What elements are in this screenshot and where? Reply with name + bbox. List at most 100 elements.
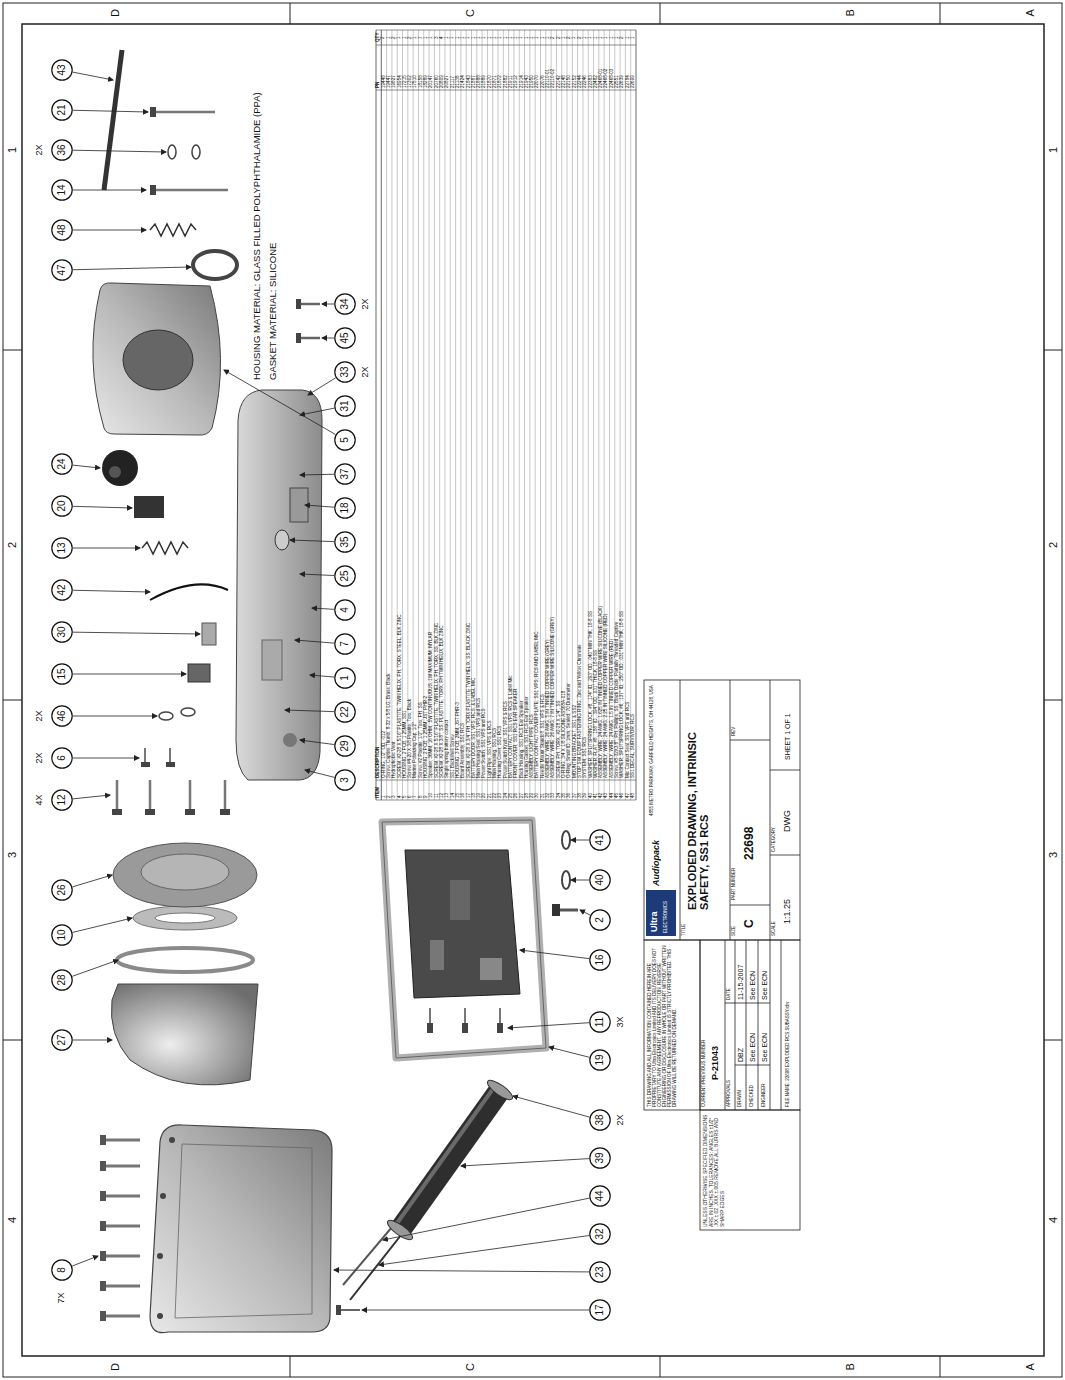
table-cell: 1 — [588, 36, 593, 39]
table-rule — [540, 30, 541, 800]
table-rule — [556, 30, 557, 800]
title-block-text: 11-15-2007 — [737, 965, 745, 1000]
table-cell: 24 — [504, 793, 509, 798]
callout-bubble: 7 — [334, 633, 356, 655]
table-cell: 1 — [493, 36, 498, 39]
small-hardware — [141, 762, 150, 767]
table-cell: 21872 — [498, 75, 503, 88]
table-header: DESCRIPTION — [376, 747, 381, 778]
zone-number: 1 — [6, 147, 18, 153]
ear-speaker-parts — [141, 854, 229, 890]
title-block-grid — [644, 680, 800, 1230]
table-cell: 2 — [551, 36, 556, 39]
title-block-grid — [646, 890, 676, 936]
callout-number: 15 — [57, 668, 67, 679]
table-cell: 16 — [461, 793, 466, 798]
callout-bubble: 15 — [51, 663, 73, 685]
zone-number: 1 — [1047, 147, 1059, 153]
table-cell: 1 — [514, 36, 519, 39]
callout-circle — [335, 532, 355, 552]
table-cell: 20827 — [445, 75, 450, 88]
callout-bubble: 20 — [51, 495, 73, 517]
title-block-text: Audiopack — [652, 840, 662, 886]
table-cell: HOUSING, 2 PCB, 1.25MM, JST PHR-2 — [424, 696, 429, 778]
callout-number: 16 — [595, 954, 605, 965]
table-rule — [561, 30, 562, 800]
callout-bubble: 45 — [334, 327, 356, 349]
table-cell: 1 — [546, 36, 551, 39]
table-cell: 22482 — [594, 75, 599, 88]
ear-speaker-parts — [111, 843, 258, 1085]
table-cell: 18158 — [419, 75, 424, 88]
table-cell: 1 — [424, 36, 429, 39]
leader-line — [300, 740, 334, 745]
title-block-text: DBZ — [737, 1048, 745, 1062]
table-rule — [376, 90, 636, 91]
callout-circle — [335, 600, 355, 620]
table-cell: 21911 — [509, 76, 514, 88]
title-block-text: REV — [732, 727, 737, 736]
table-cell: ASSEMBLY, WIRE, 26 AWG, 7 IN TINNED COPP… — [551, 617, 556, 778]
table-cell: 28 — [525, 793, 530, 798]
callout-number: 27 — [57, 1034, 67, 1045]
table-cell: 22551 — [615, 75, 620, 88]
callout-circle — [335, 464, 355, 484]
table-cell: 17302 — [408, 75, 413, 88]
table-rule — [391, 30, 392, 800]
screws-8 — [100, 1135, 106, 1145]
table-cell: ASSEMBLY, WIRE, 24 AWG, 1.5 IN TINNED CO… — [610, 639, 615, 778]
callout-circle — [52, 1030, 72, 1050]
table-cell: 45 — [615, 793, 620, 798]
leader-line — [310, 675, 334, 677]
table-cell: Speaker, 36MM, 16 OHM, .5W CONTINUOUS, 1… — [429, 632, 434, 778]
table-cell: WASHER, FLAT, #8, .188" ID, .394" OD, .0… — [594, 650, 599, 778]
housing-cover — [175, 1144, 312, 1318]
table-rule — [376, 800, 636, 801]
table-cell: 19448 — [382, 75, 387, 88]
table-cell: 17 — [467, 793, 472, 798]
title-block-text: APPROVALS — [727, 1080, 732, 1107]
callout-number: 2 — [595, 917, 605, 923]
table-cell: Back Housing, SS1 RCS Ear Speaker — [520, 701, 525, 778]
table-rule — [376, 30, 377, 800]
leader-line — [73, 918, 132, 932]
table-cell: 1 — [477, 36, 482, 39]
screws-8 — [100, 1221, 106, 1231]
leader-line — [73, 506, 132, 508]
callout-number: 23 — [595, 1266, 605, 1277]
table-rule — [625, 30, 626, 800]
callout-number: 40 — [595, 874, 605, 885]
table-cell: 7 — [413, 795, 418, 798]
ear-speaker-parts — [111, 984, 258, 1085]
table-cell: 3 — [392, 795, 397, 798]
sheet-border — [22, 24, 1044, 1356]
housing-cover — [150, 1125, 360, 1333]
table-cell: 21843 — [467, 75, 472, 88]
leader-line — [73, 110, 148, 112]
callout-bubble: 21 — [51, 99, 73, 121]
callout-circle — [335, 396, 355, 416]
zone-letter: B — [844, 9, 856, 16]
table-cell: 21950 — [530, 75, 535, 88]
ear-speaker-parts — [155, 913, 215, 923]
callout-bubble: 14 — [51, 179, 73, 201]
material-note: HOUSING MATERIAL: GLASS FILLED POLYPHTHA… — [252, 92, 262, 380]
table-cell: 35 — [562, 793, 567, 798]
table-cell: 20809 — [440, 75, 445, 88]
zone-letter: D — [109, 1363, 121, 1371]
callout-number: 47 — [57, 264, 67, 275]
board-assembly — [405, 831, 578, 1033]
small-hardware — [102, 450, 138, 486]
title-block-text: 22698 — [743, 827, 756, 860]
table-cell: 21424 — [461, 75, 466, 88]
leader-line — [72, 1256, 98, 1266]
table-cell: Main Housing Seal, SS1 VPS and RCS — [477, 698, 482, 778]
leader-line — [73, 590, 150, 592]
small-hardware — [112, 809, 122, 815]
table-cell: 20 — [482, 793, 487, 798]
sheet-border — [3, 3, 1062, 1377]
screws-8 — [106, 1225, 140, 1228]
callout-circle — [335, 430, 355, 450]
table-cell: 1 — [509, 36, 514, 39]
callout-number: 46 — [57, 710, 67, 721]
